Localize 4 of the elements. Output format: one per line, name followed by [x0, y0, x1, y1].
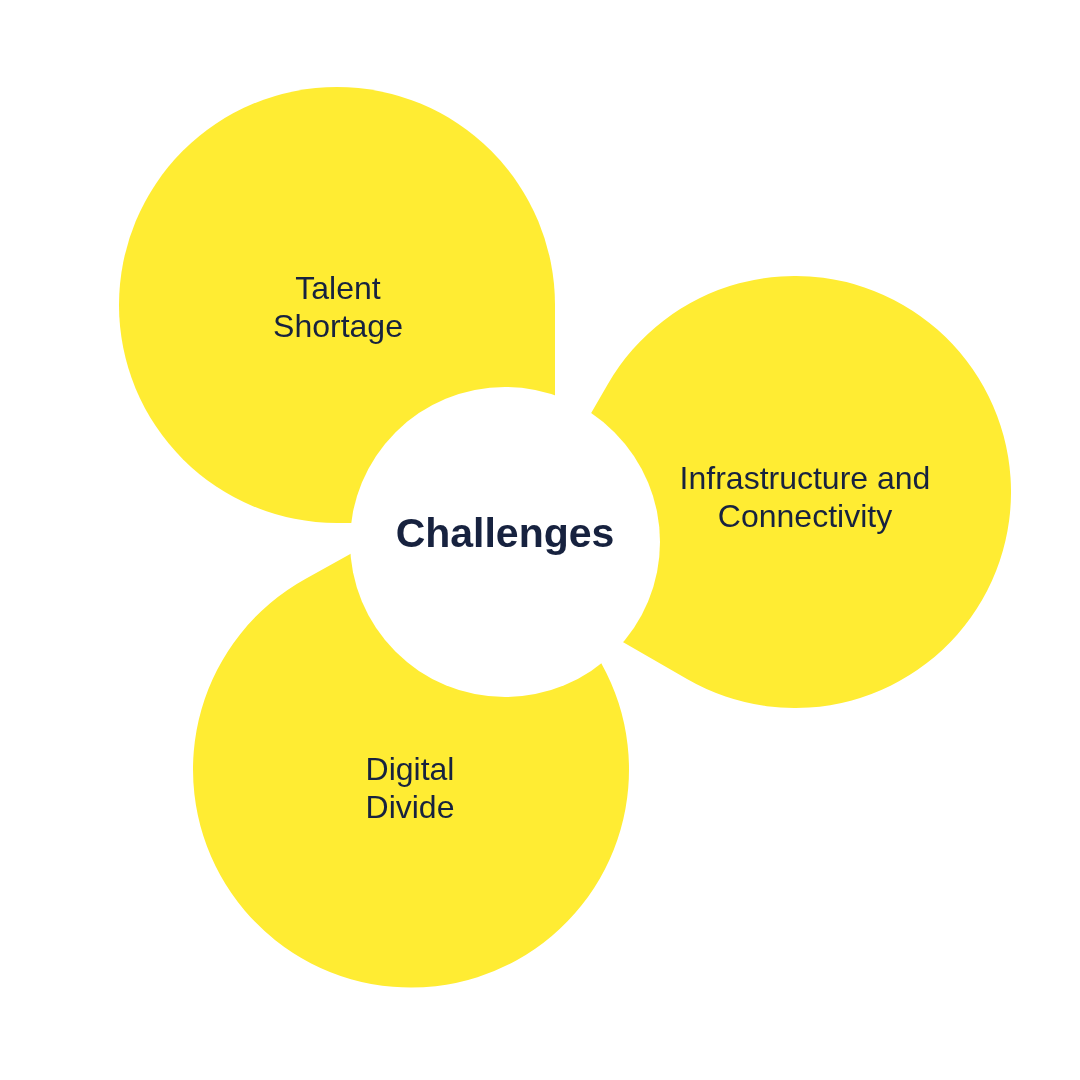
- hub-title: Challenges: [395, 509, 615, 557]
- topic-label: Infrastructure and Connectivity: [678, 459, 932, 535]
- topic-label: Digital Divide: [364, 750, 456, 826]
- topic-label: Talent Shortage: [272, 269, 404, 345]
